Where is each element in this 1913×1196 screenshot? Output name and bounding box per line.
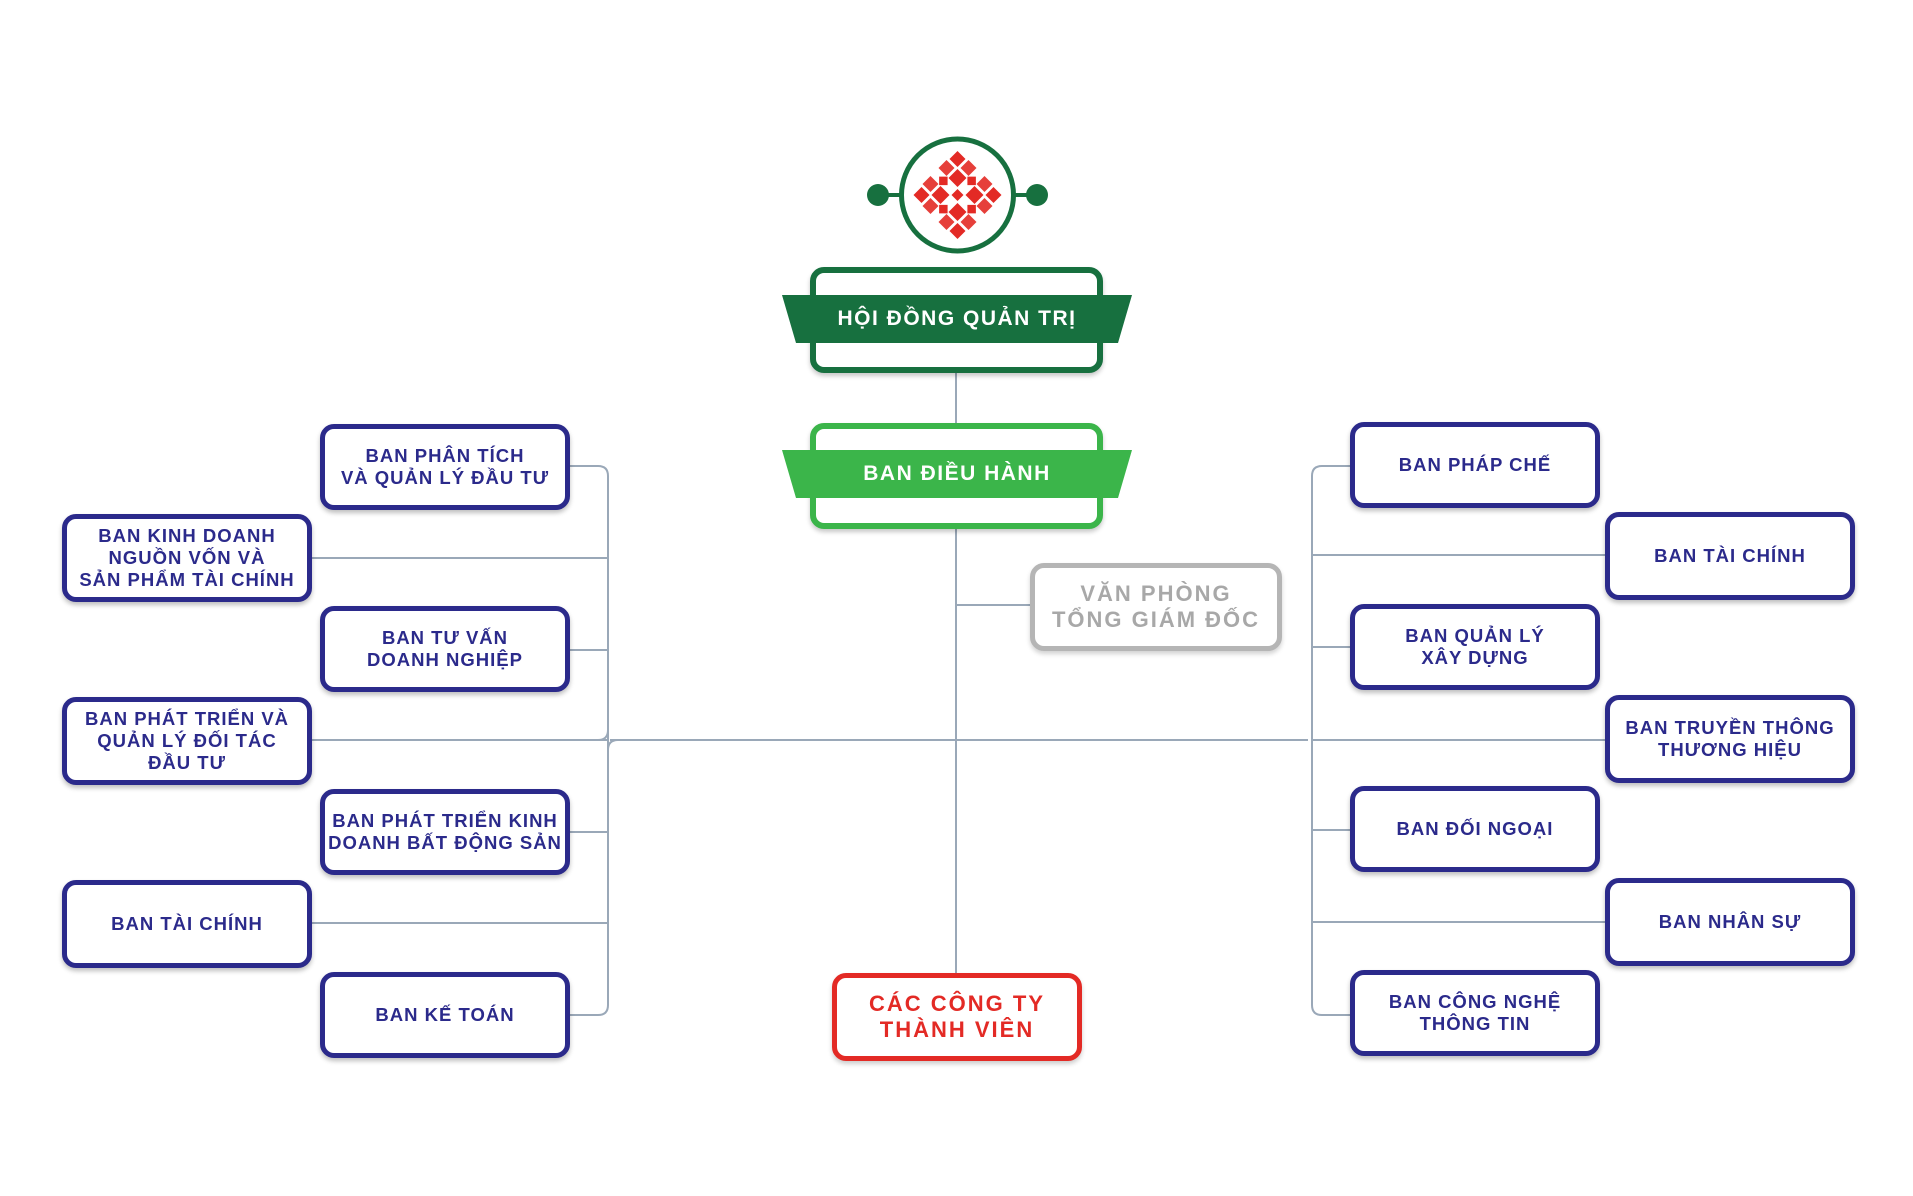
left-department-box: BAN TƯ VẤN DOANH NGHIỆP [320, 606, 570, 692]
left-department-label: BAN KẾ TOÁN [375, 1004, 515, 1026]
left-department-label: BAN TÀI CHÍNH [111, 913, 263, 935]
general-director-office-box: VĂN PHÒNG TỔNG GIÁM ĐỐC [1030, 563, 1282, 651]
right-department-label: BAN PHÁP CHẾ [1398, 454, 1552, 476]
left-department-box: BAN KẾ TOÁN [320, 972, 570, 1058]
right-department-label: BAN CÔNG NGHỆ THÔNG TIN [1388, 991, 1562, 1034]
right-department-box: BAN CÔNG NGHỆ THÔNG TIN [1350, 970, 1600, 1056]
left-department-box: BAN PHÁT TRIỂN VÀ QUẢN LÝ ĐỐI TÁC ĐẦU TƯ [62, 697, 312, 785]
right-department-label: BAN NHÂN SỰ [1658, 911, 1802, 933]
left-department-box: BAN PHÁT TRIỂN KINH DOANH BẤT ĐỘNG SẢN [320, 789, 570, 875]
right-department-box: BAN QUẢN LÝ XÂY DỰNG [1350, 604, 1600, 690]
company-logo [865, 130, 1050, 260]
companies-label: CÁC CÔNG TY THÀNH VIÊN [869, 991, 1045, 1042]
right-department-box: BAN NHÂN SỰ [1605, 878, 1855, 966]
board-ribbon: HỘI ĐỒNG QUẢN TRỊ [782, 295, 1132, 343]
right-department-label: BAN ĐỐI NGOẠI [1396, 818, 1554, 840]
right-department-label: BAN TRUYỀN THÔNG THƯƠNG HIỆU [1625, 717, 1835, 760]
right-department-label: BAN TÀI CHÍNH [1654, 545, 1806, 567]
executive-ribbon: BAN ĐIỀU HÀNH [782, 450, 1132, 498]
left-department-box: BAN KINH DOANH NGUỒN VỐN VÀ SẢN PHẨM TÀI… [62, 514, 312, 602]
office-label: VĂN PHÒNG TỔNG GIÁM ĐỐC [1051, 581, 1261, 632]
executive-label: BAN ĐIỀU HÀNH [863, 462, 1051, 485]
flower-logo-icon [867, 136, 1048, 254]
left-department-label: BAN KINH DOANH NGUỒN VỐN VÀ SẢN PHẨM TÀI… [79, 525, 295, 590]
left-department-box: BAN TÀI CHÍNH [62, 880, 312, 968]
right-department-box: BAN TÀI CHÍNH [1605, 512, 1855, 600]
right-department-box: BAN TRUYỀN THÔNG THƯƠNG HIỆU [1605, 695, 1855, 783]
right-department-box: BAN ĐỐI NGOẠI [1350, 786, 1600, 872]
left-department-label: BAN PHÂN TÍCH VÀ QUẢN LÝ ĐẦU TƯ [340, 445, 550, 488]
right-department-label: BAN QUẢN LÝ XÂY DỰNG [1405, 625, 1545, 668]
left-department-box: BAN PHÂN TÍCH VÀ QUẢN LÝ ĐẦU TƯ [320, 424, 570, 510]
board-label: HỘI ĐỒNG QUẢN TRỊ [837, 307, 1077, 330]
right-department-box: BAN PHÁP CHẾ [1350, 422, 1600, 508]
left-department-label: BAN PHÁT TRIỂN KINH DOANH BẤT ĐỘNG SẢN [328, 810, 562, 853]
member-companies-box: CÁC CÔNG TY THÀNH VIÊN [832, 973, 1082, 1061]
left-department-label: BAN PHÁT TRIỂN VÀ QUẢN LÝ ĐỐI TÁC ĐẦU TƯ [84, 708, 290, 773]
left-department-label: BAN TƯ VẤN DOANH NGHIỆP [367, 627, 523, 670]
